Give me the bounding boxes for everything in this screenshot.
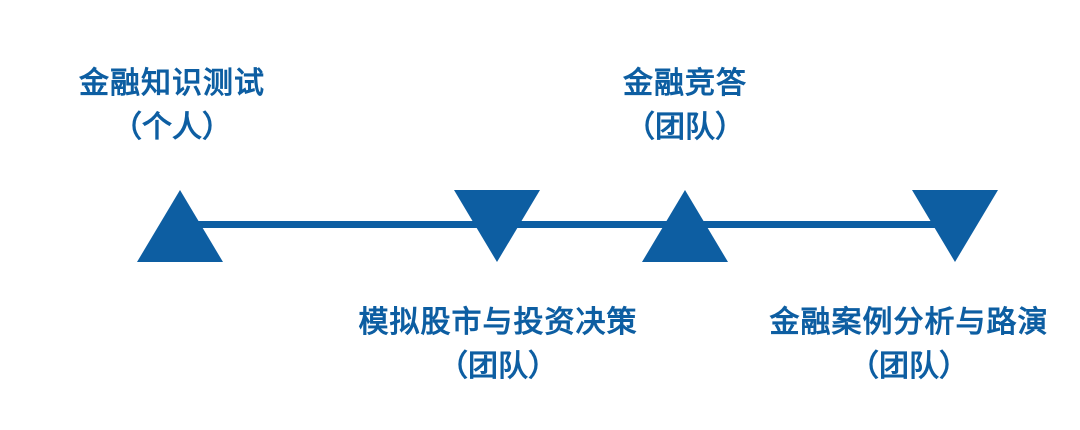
milestone-3-title: 金融竞答 [623, 67, 747, 100]
milestone-1-title: 金融知识测试 [79, 67, 265, 100]
timeline-axis-line [178, 221, 957, 228]
milestone-2-label: 模拟股市与投资决策 （团队） [298, 301, 698, 389]
milestone-1-subtitle: （个人） [112, 111, 232, 144]
milestone-2-subtitle: （团队） [438, 350, 558, 383]
milestone-4-triangle-down-icon [912, 190, 998, 262]
milestone-4-subtitle: （团队） [849, 350, 969, 383]
milestone-4-label: 金融案例分析与路演 （团队） [709, 301, 1080, 389]
milestone-1-triangle-up-icon [137, 190, 223, 262]
milestone-3-label: 金融竞答 （团队） [513, 62, 857, 150]
milestone-2-title: 模拟股市与投资决策 [358, 306, 638, 339]
milestone-3-triangle-up-icon [642, 190, 728, 262]
milestone-4-title: 金融案例分析与路演 [769, 306, 1049, 339]
milestone-3-subtitle: （团队） [625, 111, 745, 144]
milestone-1-label: 金融知识测试 （个人） [0, 62, 344, 150]
milestone-2-triangle-down-icon [454, 190, 540, 262]
